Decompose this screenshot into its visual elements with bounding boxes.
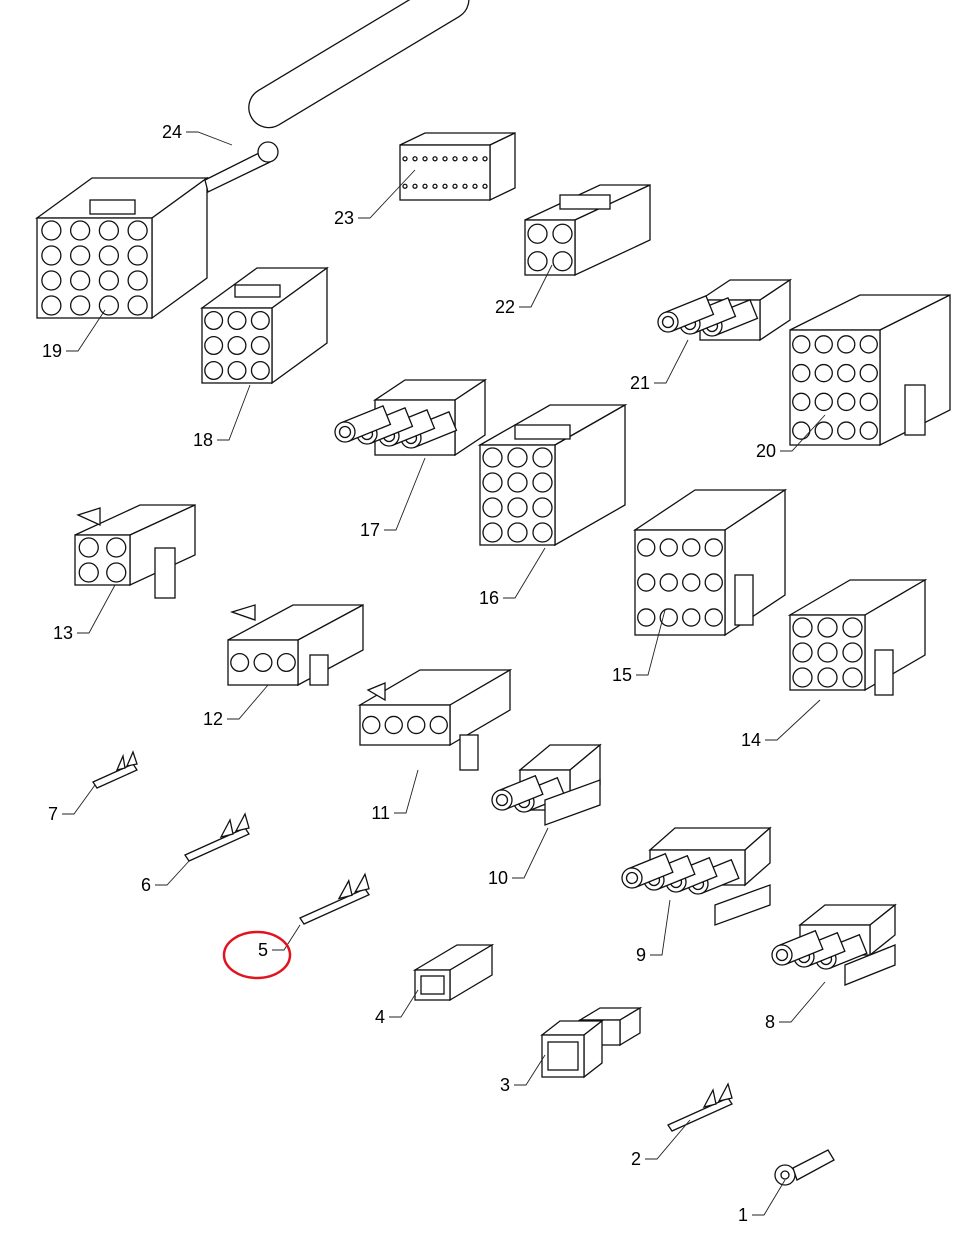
- callout-label-13: 13: [53, 623, 73, 643]
- part-10: [491, 743, 602, 826]
- callout-label-22: 22: [495, 297, 515, 317]
- part-14: [787, 578, 928, 696]
- part-2: [667, 1082, 733, 1132]
- leader-line-6: [155, 859, 191, 886]
- callout-label-10: 10: [488, 868, 508, 888]
- leader-line-4: [389, 989, 419, 1018]
- leader-line-18: [217, 384, 251, 441]
- highlight-circle: [222, 930, 292, 980]
- callout-label-16: 16: [479, 588, 499, 608]
- callout-label-9: 9: [636, 945, 646, 965]
- callout-label-14: 14: [741, 730, 761, 750]
- callout-label-6: 6: [141, 875, 151, 895]
- leader-line-24: [186, 131, 233, 146]
- leader-line-10: [512, 827, 549, 879]
- leader-line-22: [519, 264, 553, 308]
- callout-label-1: 1: [738, 1205, 748, 1225]
- leader-line-1: [752, 1179, 786, 1216]
- leader-line-9: [650, 899, 671, 956]
- callout-label-23: 23: [334, 208, 354, 228]
- leader-line-5: [272, 924, 301, 951]
- leader-line-8: [779, 981, 826, 1023]
- part-23: [399, 131, 516, 202]
- callout-label-15: 15: [612, 665, 632, 685]
- callout-label-17: 17: [360, 520, 380, 540]
- part-11: [357, 668, 513, 771]
- callout-label-7: 7: [48, 804, 58, 824]
- callout-label-2: 2: [631, 1149, 641, 1169]
- part-17: [334, 378, 488, 457]
- callout-label-3: 3: [500, 1075, 510, 1095]
- callout-label-5: 5: [258, 940, 268, 960]
- part-9: [621, 826, 772, 926]
- leader-line-21: [654, 339, 689, 384]
- callout-label-20: 20: [756, 441, 776, 461]
- leader-line-23: [358, 169, 416, 219]
- callout-label-19: 19: [42, 341, 62, 361]
- leader-line-17: [384, 457, 426, 531]
- part-13: [74, 503, 196, 599]
- leader-line-7: [62, 784, 96, 815]
- part-18: [200, 266, 329, 385]
- part-19: [35, 176, 209, 320]
- leader-line-11: [394, 769, 419, 814]
- leader-line-3: [514, 1054, 546, 1086]
- part-15: [632, 488, 788, 637]
- part-3: [540, 1006, 643, 1079]
- leader-line-12: [227, 684, 269, 720]
- part-8: [771, 903, 897, 986]
- part-6: [184, 812, 250, 862]
- part-4: [412, 943, 495, 1002]
- part-5: [299, 872, 370, 925]
- part-21: [657, 278, 793, 342]
- leader-line-19: [66, 309, 106, 352]
- callout-label-21: 21: [630, 373, 650, 393]
- part-20: [789, 293, 951, 447]
- part-12: [227, 603, 364, 687]
- callout-label-24: 24: [162, 122, 182, 142]
- callout-label-11: 11: [371, 803, 390, 823]
- leader-line-2: [645, 1119, 691, 1160]
- part-16: [477, 403, 628, 547]
- callout-label-8: 8: [765, 1012, 775, 1032]
- leader-line-13: [77, 584, 116, 634]
- callout-label-12: 12: [203, 709, 223, 729]
- callout-label-4: 4: [375, 1007, 385, 1027]
- part-7: [92, 750, 138, 789]
- leader-line-14: [765, 699, 821, 741]
- part-1: [774, 1149, 835, 1186]
- part-22: [524, 183, 651, 277]
- leader-line-15: [636, 609, 666, 676]
- leader-line-20: [780, 414, 826, 452]
- leader-line-16: [503, 547, 546, 599]
- part-24: [204, 0, 470, 193]
- callout-label-18: 18: [193, 430, 213, 450]
